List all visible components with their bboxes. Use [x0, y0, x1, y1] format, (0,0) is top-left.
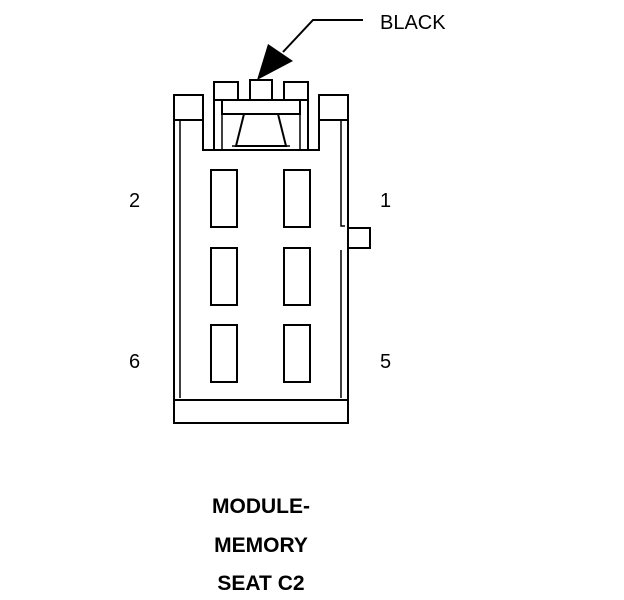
leader-line: [282, 19, 363, 53]
pin-label-5: 5: [380, 351, 391, 373]
top-shoulder: [202, 120, 320, 151]
pin-label-6: 6: [129, 351, 140, 373]
inner-wall-right-top: [340, 120, 345, 227]
color-label: BLACK: [380, 12, 446, 34]
cavity-pin-1: [283, 169, 311, 228]
callout-leader: [257, 19, 363, 80]
cavity-pin-2: [210, 169, 238, 228]
pin-label-1: 1: [380, 190, 391, 212]
cavity-pin-3: [283, 247, 311, 306]
latch-left-ear: [213, 81, 239, 101]
latch-ramp: [234, 113, 288, 147]
cavity-pin-4: [210, 247, 238, 306]
terminal-cavities: [210, 169, 311, 383]
left-corner-post: [173, 94, 204, 121]
leader-arrowhead: [257, 44, 293, 80]
latch-bar: [221, 99, 301, 115]
connector-body: [173, 94, 371, 424]
cavity-pin-5: [283, 324, 311, 383]
right-corner-post: [318, 94, 349, 121]
locking-latch: [213, 79, 309, 150]
pin-label-2: 2: [129, 190, 140, 212]
connector-base: [173, 399, 349, 424]
title-line-2: MEMORY: [214, 534, 308, 557]
latch-center-tab: [249, 79, 273, 101]
title-line-3: SEAT C2: [217, 572, 304, 595]
latch-right-ear: [283, 81, 309, 101]
cavity-pin-6: [210, 324, 238, 383]
title-line-1: MODULE-: [212, 495, 310, 518]
